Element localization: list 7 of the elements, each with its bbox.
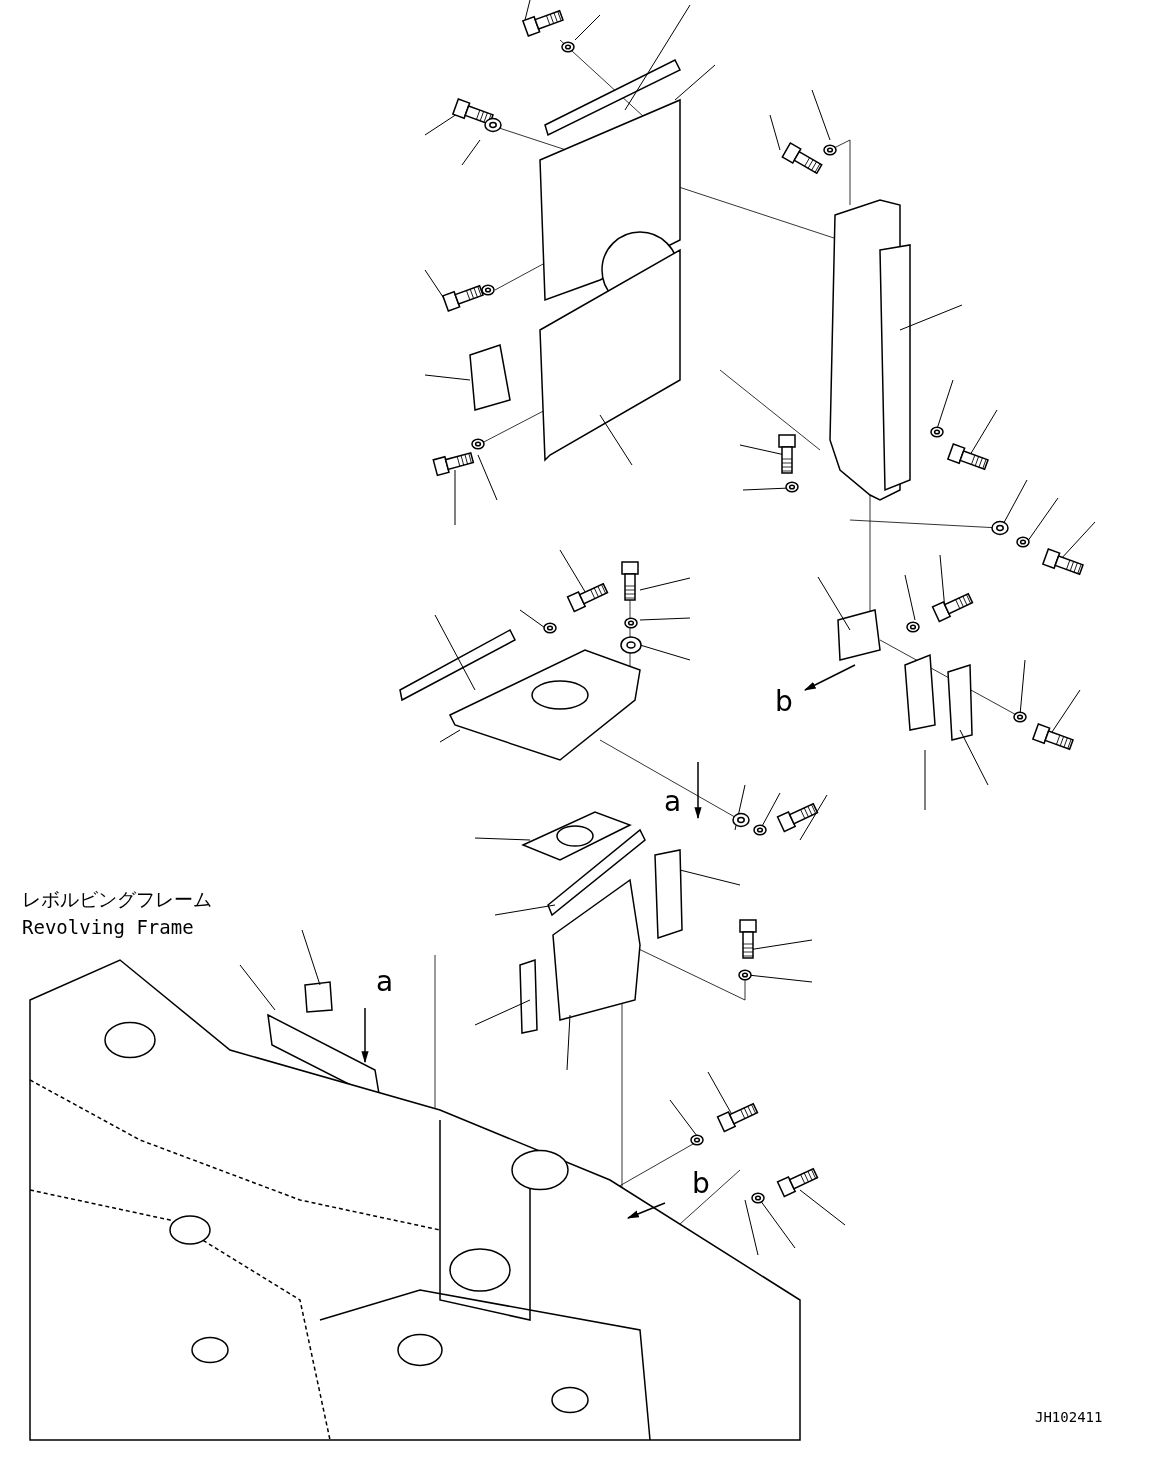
drawing-number: JH102411 (1035, 1410, 1103, 1424)
part-name: レボルビングフレーム (22, 890, 212, 909)
direction-letter: b (775, 688, 793, 716)
direction-letter: a (376, 968, 394, 996)
direction-letter: b (692, 1170, 710, 1198)
direction-letter: a (664, 788, 682, 816)
part-name: Revolving Frame (22, 918, 194, 937)
